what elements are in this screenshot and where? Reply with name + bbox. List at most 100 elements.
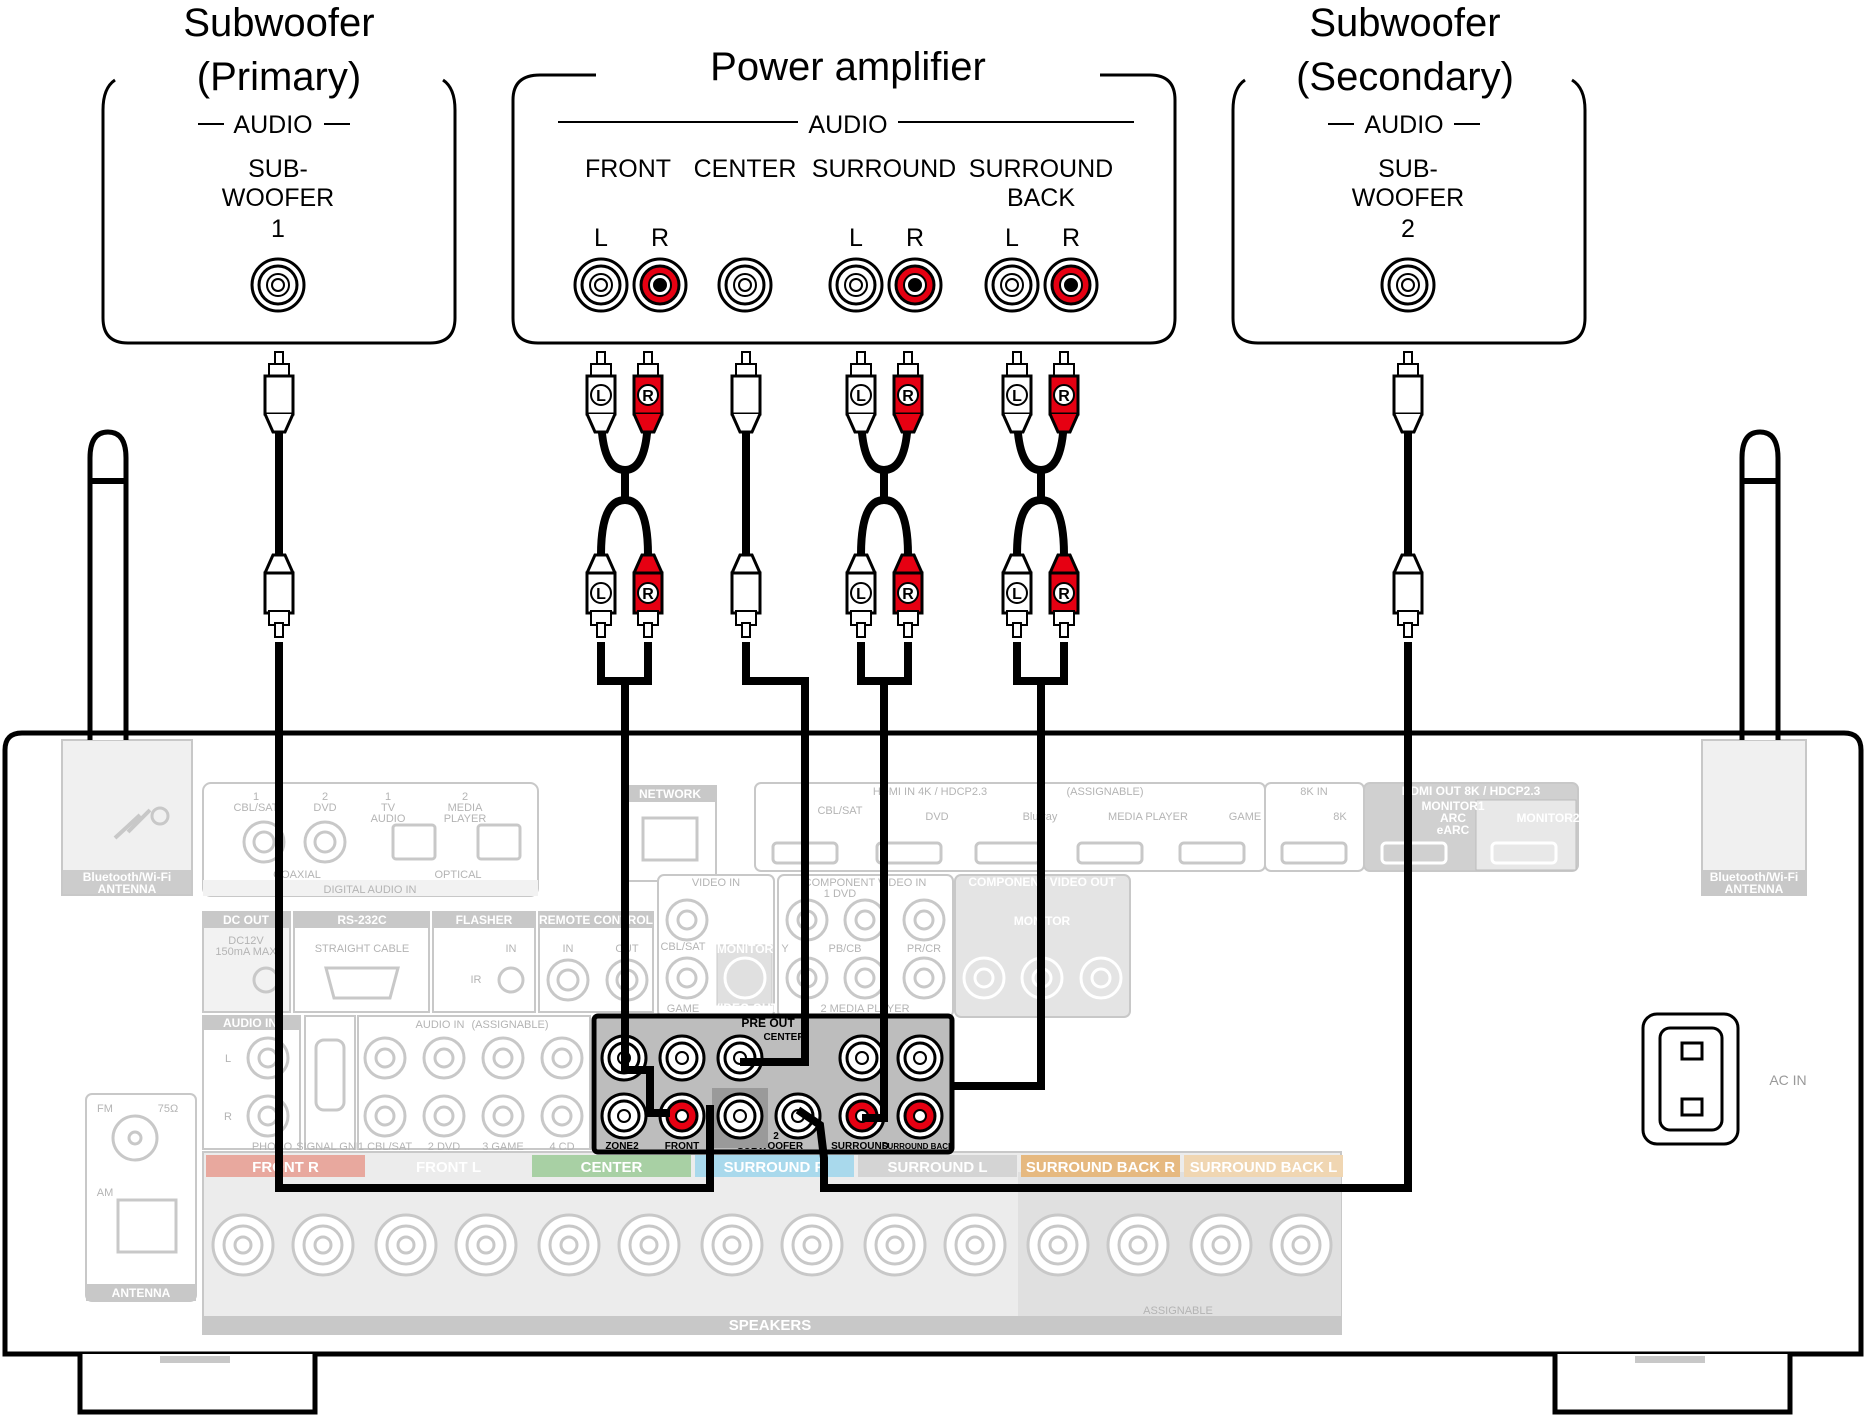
receiver-feet [77, 1354, 1793, 1415]
antenna-label: ANTENNA [112, 1286, 171, 1300]
antenna-right: Bluetooth/Wi-Fi ANTENNA [1701, 429, 1807, 896]
flasher-in: IN [506, 943, 517, 955]
component-col-y: Y [781, 943, 789, 955]
cable-surround-split-top [857, 411, 912, 556]
sub1-title-2: (Primary) [197, 55, 361, 99]
component-row-1: 1 DVD [824, 888, 856, 900]
preout-front-l [658, 1034, 706, 1082]
antenna-right-text-2: ANTENNA [1725, 882, 1784, 896]
audio-in-phono-panel: AUDIO IN L R PHONO SIGNAL GND [202, 1015, 364, 1153]
plug-sb-l-top: L [1001, 351, 1033, 434]
preout-sb-r [896, 1092, 944, 1140]
cable-front-split-top [597, 411, 652, 556]
receiver-chassis [2, 730, 1864, 1357]
amp-surround-back-label-2: BACK [1007, 184, 1075, 212]
plug-center-top [730, 351, 762, 434]
audio-in-phono-title: AUDIO IN [223, 1016, 277, 1030]
sub1-port-1: SUB- [248, 155, 308, 183]
speaker-terminal-1-1 [211, 1213, 275, 1277]
amp-front-l: L [594, 224, 608, 252]
amp-title: Power amplifier [710, 45, 986, 89]
plug-sub1-top [263, 351, 295, 434]
sub2-jack [1380, 257, 1436, 313]
plug-front-l-top-letter: L [596, 388, 606, 405]
rs232c-sub: STRAIGHT CABLE [315, 943, 410, 955]
plug-sb-l-bottom-letter: L [1012, 586, 1022, 603]
speaker-group-label-2: FRONT L [416, 1159, 481, 1176]
digital-port-2-name: DVD [313, 802, 336, 814]
plug-front-r-top: R [632, 351, 664, 434]
amp-front-l-jack [573, 257, 629, 313]
audio-in-port-2: 2 DVD [428, 1141, 460, 1153]
cable-surround [857, 642, 912, 1122]
amp-section: AUDIO [808, 111, 887, 139]
preout-surround-l [838, 1034, 886, 1082]
cable-front [597, 642, 670, 1117]
speaker-group-label-7: SURROUND BACK L [1190, 1159, 1338, 1176]
audio-in-assign-assignable: (ASSIGNABLE) [471, 1019, 548, 1031]
bluetooth-icon [113, 808, 152, 840]
sub2-port-1: SUB- [1378, 155, 1438, 183]
hdmi-out-title: HDMI OUT 8K / HDCP2.3 [1402, 784, 1541, 798]
audio-in-assign-title: AUDIO IN [416, 1019, 465, 1031]
hdmi-out-earc: eARC [1437, 823, 1470, 837]
sub1-jack [250, 257, 306, 313]
sub2-title-2: (Secondary) [1296, 55, 1514, 99]
dc-out-spec-1: DC12V [228, 935, 264, 947]
hdmi-out-panel: HDMI OUT 8K / HDCP2.3 MONITOR1 ARC eARC … [1363, 782, 1580, 872]
speaker-group-5: SURROUND L [858, 1155, 1017, 1277]
plug-surround-l-top: L [845, 351, 877, 434]
digital-port-4-name: MEDIA [448, 802, 484, 814]
video-in-panel: VIDEO IN CBL/SAT GAME MONITOR VIDEO OUT [657, 874, 779, 1018]
plug-center-bottom [730, 553, 762, 638]
amp-surround-l-jack [828, 257, 884, 313]
antenna-left: Bluetooth/Wi-Fi ANTENNA Bluetooth/Wi-Fi … [61, 429, 193, 896]
amp-center-jack [717, 257, 773, 313]
speaker-group-2: FRONT L [369, 1155, 528, 1277]
network-port: NETWORK [623, 785, 717, 882]
plug-sb-r-bottom: R [1048, 553, 1080, 638]
plug-surround-r-top-letter: R [902, 388, 914, 405]
cable-sub2 [795, 642, 1412, 1192]
amp-front-label: FRONT [585, 155, 671, 183]
subwoofer-primary: Subwoofer (Primary) AUDIO SUB- WOOFER 1 [101, 1, 457, 345]
ac-inlet: AC IN [1641, 1012, 1807, 1146]
amp-sb-r: R [1062, 224, 1080, 252]
plug-sb-r-bottom-letter: R [1058, 586, 1070, 603]
speaker-group-label-5: SURROUND L [888, 1159, 988, 1176]
preout-zone2-r [600, 1092, 648, 1140]
amp-surround-label: SURROUND [812, 155, 956, 183]
hdmi-8k-in-panel: 8K IN 8K [1264, 782, 1365, 872]
phono-r: R [224, 1111, 232, 1123]
fm-am-antenna-panel: FM 75Ω AM ANTENNA [85, 1093, 197, 1302]
speakers-assignable: ASSIGNABLE [1143, 1305, 1213, 1317]
pre-out-subwoofer: SUBWOOFER [737, 1141, 804, 1152]
plug-surround-r-top: R [892, 351, 924, 434]
hdmi-out-monitor2: MONITOR2 [1516, 811, 1579, 825]
component-col-pb: PB/CB [828, 943, 861, 955]
coaxial-label: COAXIAL [273, 869, 321, 881]
digital-port-1-name: CBL/SAT [233, 802, 278, 814]
speaker-terminal-2-1 [374, 1213, 438, 1277]
speaker-group-7: SURROUND BACK L [1184, 1155, 1343, 1277]
speaker-group-label-1: FRONT R [252, 1159, 319, 1176]
antenna-left-text-2: ANTENNA [98, 882, 157, 896]
speaker-terminal-3-2 [617, 1213, 681, 1277]
pre-out-zone2: ZONE2 [605, 1141, 639, 1152]
amp-surround-r: R [906, 224, 924, 252]
audio-in-port-4: 4 CD [549, 1141, 574, 1153]
sub1-port-3: 1 [271, 215, 285, 243]
dc-out-title: DC OUT [223, 913, 270, 927]
speaker-group-1: FRONT R [206, 1155, 365, 1277]
plug-surround-l-top-letter: L [856, 388, 866, 405]
plug-sb-r-top-letter: R [1058, 388, 1070, 405]
plug-sb-r-top: R [1048, 351, 1080, 434]
video-out-monitor: MONITOR [717, 942, 774, 956]
plug-front-r-top-letter: R [642, 388, 654, 405]
control-panels: DC OUT DC12V 150mA MAX RS-232C STRAIGHT … [202, 911, 654, 1013]
rs232c-title: RS-232C [337, 913, 387, 927]
sub1-title-1: Subwoofer [183, 1, 374, 45]
ohm-label: 75Ω [158, 1103, 178, 1115]
pre-out-surround: SURROUND [831, 1141, 889, 1152]
